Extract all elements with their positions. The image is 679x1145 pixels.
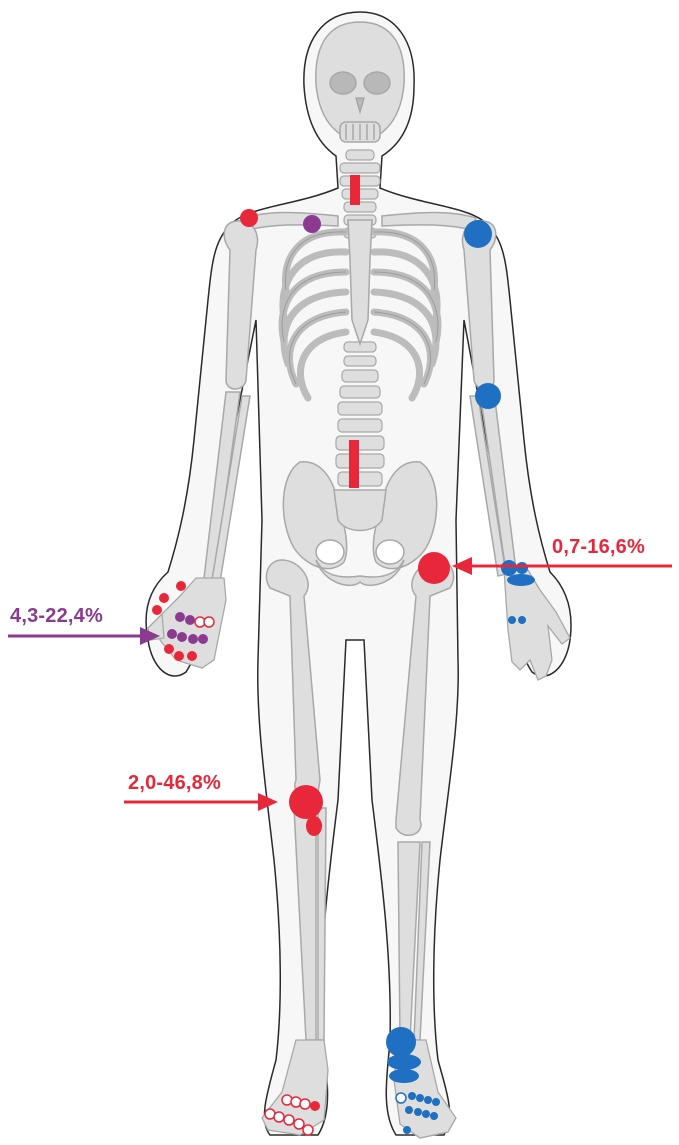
left-elbow-marker (475, 383, 501, 409)
right-shoulder-marker (240, 209, 258, 227)
knee-arrow (124, 793, 278, 811)
knee-range-label: 2,0-46,8% (128, 772, 221, 795)
lumbar-spine-marker (349, 440, 359, 488)
left-shoulder-marker (464, 220, 492, 248)
hand-arrow (8, 627, 160, 645)
sternoclavicular-marker (303, 215, 321, 233)
cervical-spine-marker (350, 175, 360, 205)
hip-arrow (452, 557, 672, 575)
left-hip-marker (418, 552, 450, 584)
skull (316, 22, 404, 142)
hand-range-label: 4,3-22,4% (10, 605, 103, 628)
hip-range-label: 0,7-16,6% (552, 536, 645, 559)
